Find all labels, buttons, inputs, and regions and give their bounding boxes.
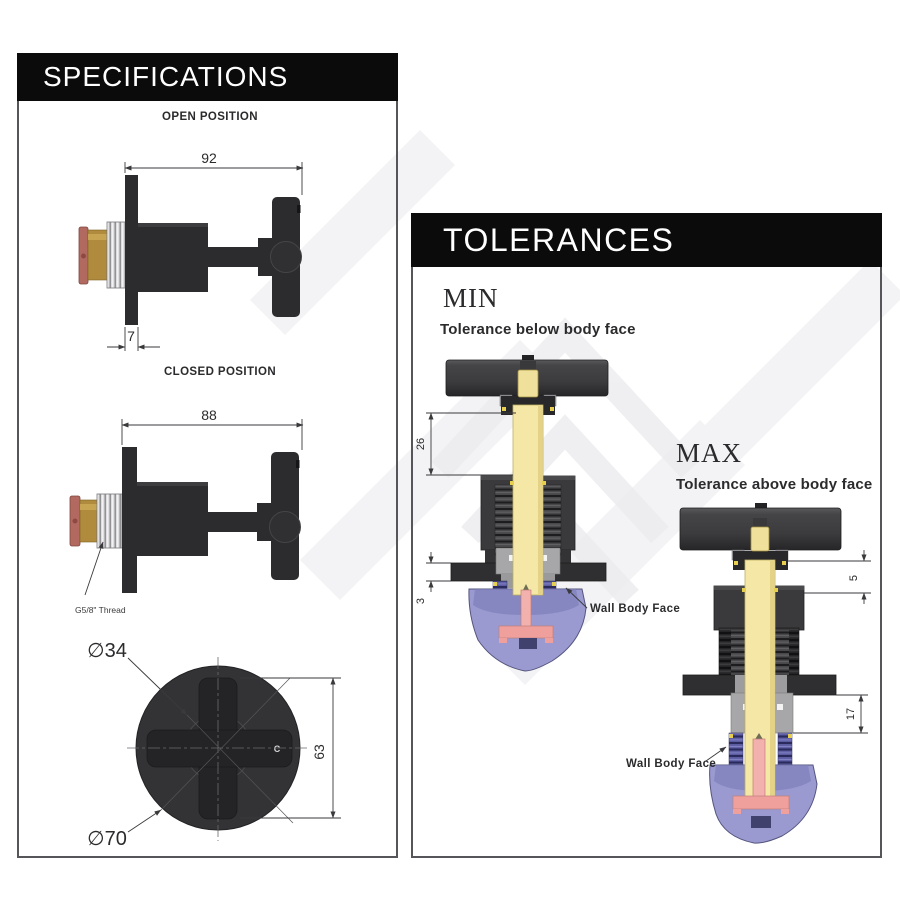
o-ring-dot bbox=[782, 561, 786, 565]
brass-highlight bbox=[80, 504, 97, 510]
jumper-stem bbox=[752, 738, 766, 798]
o-ring-dot bbox=[510, 481, 514, 485]
jumper-crossbar bbox=[498, 625, 554, 639]
max-callout-leader bbox=[705, 746, 727, 762]
spindle-shade bbox=[538, 405, 542, 595]
handle-notch bbox=[296, 460, 300, 468]
max-heading: MAX bbox=[676, 438, 742, 468]
open-flange-dim: 7 bbox=[127, 328, 135, 344]
open-position-label: OPEN POSITION bbox=[162, 111, 258, 123]
max-callout: Wall Body Face bbox=[626, 758, 716, 770]
body-highlight bbox=[137, 482, 208, 486]
handle-top-nub bbox=[755, 503, 767, 509]
o-ring-dot bbox=[502, 407, 506, 411]
handle-stem bbox=[208, 247, 258, 267]
o-ring-dot bbox=[550, 407, 554, 411]
specifications-drawing: OPEN POSITION 92 bbox=[69, 111, 341, 850]
thread-section bbox=[106, 221, 127, 289]
handle-boss-circle bbox=[269, 511, 301, 543]
inner-thread-left bbox=[494, 484, 514, 556]
thread-note: G5/8" Thread bbox=[75, 605, 126, 615]
min-diagram: MIN Tolerance below body face bbox=[415, 283, 680, 672]
jumper-crossbar bbox=[732, 795, 790, 810]
body-highlight bbox=[138, 223, 208, 227]
min-lower-dim: 3 bbox=[415, 598, 427, 604]
jumper-valve-tip bbox=[81, 253, 86, 259]
gland-notch bbox=[509, 555, 515, 561]
spindle-cap bbox=[520, 361, 536, 371]
handle-letter-mark: C bbox=[274, 744, 281, 754]
o-ring-dot bbox=[493, 582, 497, 586]
o-ring-dot bbox=[774, 588, 778, 592]
max-lower-dim: 17 bbox=[845, 708, 857, 720]
min-heading: MIN bbox=[443, 283, 499, 313]
tolerances-drawing: MIN Tolerance below body face bbox=[415, 283, 872, 844]
gland-notch bbox=[777, 704, 783, 710]
handle-notch bbox=[297, 205, 301, 213]
o-ring-dot bbox=[788, 734, 792, 738]
spindle-nut bbox=[750, 526, 770, 552]
dia70-leader bbox=[127, 809, 162, 833]
jumper-valve-tip bbox=[72, 518, 78, 524]
jumper-tab bbox=[499, 638, 507, 643]
max-diagram: MAX Tolerance above body face bbox=[626, 438, 872, 844]
handle-hub bbox=[257, 503, 271, 541]
closed-position-label: CLOSED POSITION bbox=[164, 366, 276, 378]
handle-boss-circle bbox=[270, 241, 302, 273]
jumper-tab bbox=[545, 638, 553, 643]
thread-section bbox=[96, 493, 123, 549]
thread-leader-line bbox=[84, 541, 104, 596]
height-dim: 63 bbox=[311, 744, 327, 760]
wall-flange bbox=[125, 175, 138, 325]
min-subheading: Tolerance below body face bbox=[440, 321, 636, 338]
open-width-dim: 92 bbox=[201, 150, 217, 166]
jumper-tab bbox=[781, 809, 789, 814]
min-callout-leader bbox=[565, 587, 588, 609]
open-position-drawing: OPEN POSITION 92 bbox=[78, 111, 304, 351]
handle-top-nub bbox=[522, 355, 534, 361]
tolerances-header: TOLERANCES bbox=[411, 213, 882, 267]
max-upper-dim: 5 bbox=[848, 575, 860, 581]
o-ring-dot bbox=[742, 588, 746, 592]
o-ring-dot bbox=[542, 481, 546, 485]
o-ring-dot bbox=[729, 734, 733, 738]
tolerances-panel: TOLERANCES bbox=[411, 213, 882, 858]
handle-diameter-dim: ∅34 bbox=[87, 640, 127, 662]
tap-body bbox=[137, 482, 208, 556]
spindle-cap bbox=[753, 518, 767, 527]
front-view-drawing: C ∅34 ∅70 63 bbox=[87, 640, 341, 850]
o-ring-dot bbox=[734, 561, 738, 565]
tolerances-title: TOLERANCES bbox=[443, 222, 675, 258]
inner-thread-right bbox=[542, 484, 562, 556]
min-callout: Wall Body Face bbox=[590, 603, 680, 615]
closed-width-dim: 88 bbox=[201, 407, 217, 423]
closed-position-drawing: CLOSED POSITION 88 G5/8" Thr bbox=[69, 366, 304, 615]
gland-notch bbox=[541, 555, 547, 561]
wall-flange bbox=[122, 447, 137, 593]
max-subheading: Tolerance above body face bbox=[676, 476, 872, 493]
specifications-title: SPECIFICATIONS bbox=[43, 61, 289, 92]
min-upper-dim: 26 bbox=[415, 438, 427, 450]
dia34-leader bbox=[127, 657, 188, 716]
jumper-stem bbox=[520, 589, 532, 631]
tap-body bbox=[138, 223, 208, 292]
plate-diameter-dim: ∅70 bbox=[87, 828, 127, 850]
jumper-tab bbox=[733, 809, 741, 814]
specifications-panel: SPECIFICATIONS OPEN POSITION 92 bbox=[17, 53, 398, 858]
o-ring-dot bbox=[552, 582, 556, 586]
handle-stem bbox=[208, 512, 257, 532]
handle-hub bbox=[258, 238, 272, 276]
specifications-header: SPECIFICATIONS bbox=[17, 53, 398, 101]
spindle-shade bbox=[770, 560, 774, 803]
dome-plug bbox=[519, 638, 537, 649]
brass-highlight bbox=[88, 234, 107, 240]
spindle-nut bbox=[517, 369, 539, 398]
dome-plug bbox=[751, 816, 771, 828]
